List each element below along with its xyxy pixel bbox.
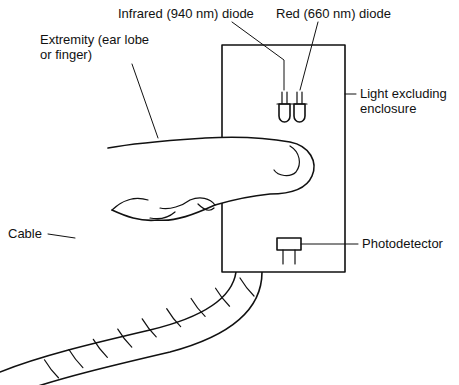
cable-label: Cable — [8, 226, 42, 241]
photodetector-leads — [283, 250, 295, 264]
finger-crease — [150, 198, 215, 219]
diode-leads — [277, 92, 307, 104]
infrared-diode — [279, 104, 290, 122]
fingernail — [274, 146, 299, 176]
cable-ridge — [240, 278, 254, 296]
extremity-label: Extremity (ear lobe or finger) — [40, 32, 160, 62]
leader-line — [301, 244, 358, 245]
enclosure-label: Light excluding enclosure — [360, 86, 455, 116]
leader-line — [345, 94, 356, 95]
cable-ridge — [191, 298, 205, 316]
red-diode — [294, 104, 305, 122]
leader-line — [48, 234, 75, 238]
finger-outline — [108, 137, 314, 220]
diode-label: Infrared (940 nm) diode — [118, 6, 254, 21]
photodetector-label: Photodetector — [362, 236, 443, 251]
cable-edge — [0, 272, 236, 372]
leader-line — [232, 22, 284, 90]
cable-ridge — [118, 329, 132, 347]
cable-ridge — [167, 309, 181, 327]
diode-label: Red (660 nm) diode — [276, 6, 391, 21]
photodetector — [277, 238, 301, 250]
leader-line — [132, 64, 158, 138]
finger-crease — [112, 198, 148, 210]
cable-ridge — [216, 288, 230, 306]
cable-ridge — [44, 360, 58, 378]
cable-edge — [20, 272, 262, 385]
cable-ridge — [69, 350, 83, 368]
cable-ridge — [142, 319, 156, 337]
cable-ridge — [93, 339, 107, 357]
leader-line — [300, 22, 318, 90]
